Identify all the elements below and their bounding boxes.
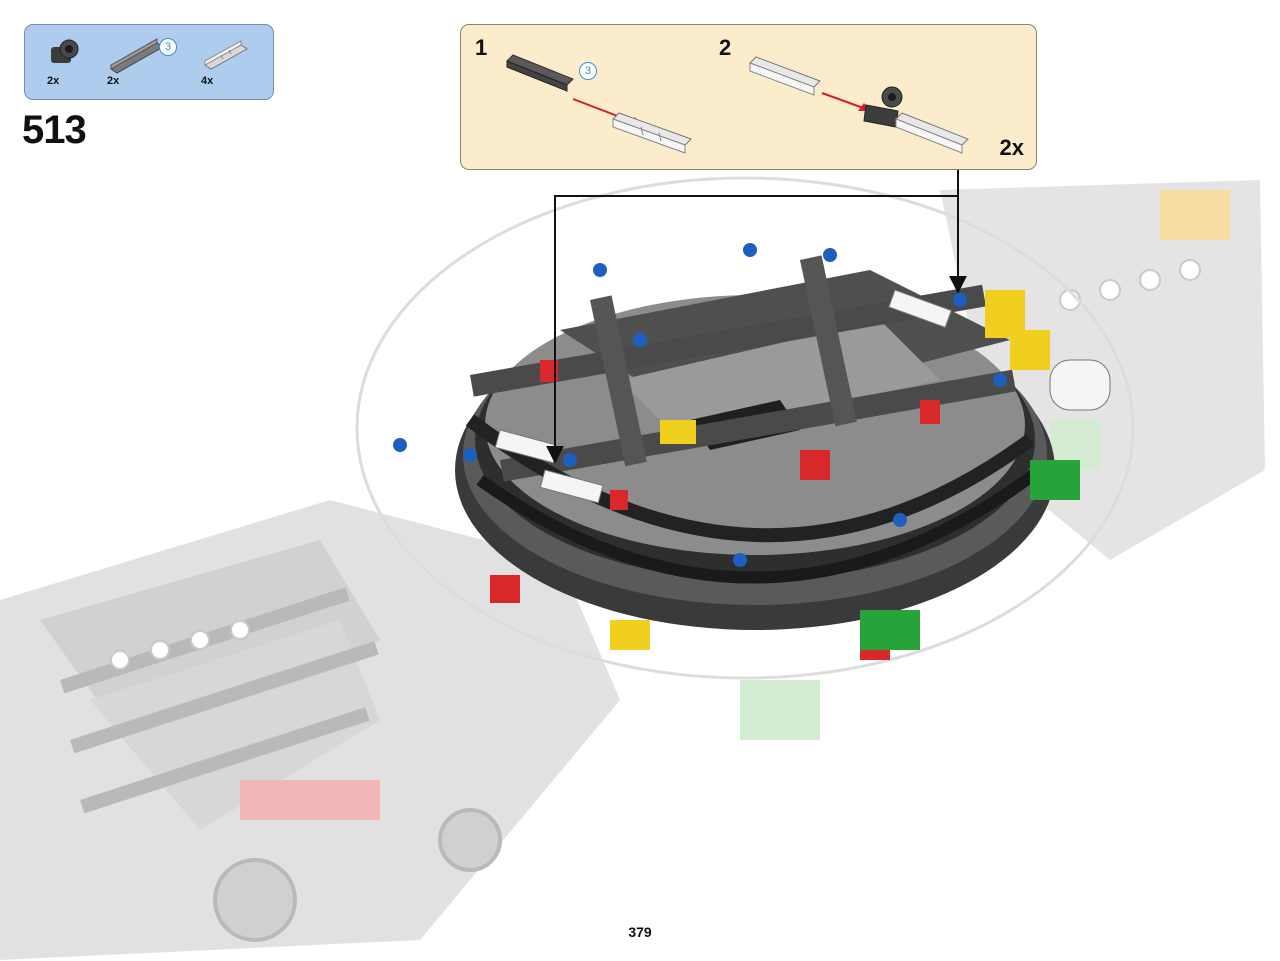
part-count: 2x: [107, 75, 120, 87]
axle-pin-connector-icon: [204, 40, 248, 70]
sub-step-2-illustration: [749, 56, 969, 154]
sub-step-number: 2: [719, 35, 732, 60]
axle-length-badge: 3: [159, 38, 177, 56]
callout-pointer-line: [546, 170, 959, 464]
part-count: 4x: [201, 75, 214, 87]
page-number: 379: [628, 924, 652, 940]
axle-length-badge: 3: [579, 62, 597, 80]
callout-multiplier: 2x: [999, 135, 1024, 160]
model-illustration: [0, 170, 1265, 960]
focus-ellipse: [355, 176, 1135, 680]
step-number: 513: [22, 108, 87, 152]
sub-assembly-callout: 1 3 2 2x: [460, 24, 1037, 170]
parts-list: 2x 3 2x 4x: [24, 24, 274, 100]
part-count: 2x: [47, 75, 60, 87]
axle-icon: [110, 38, 164, 74]
pin-connector-icon: [51, 39, 79, 63]
sub-step-number: 1: [475, 35, 488, 60]
part-pin-connector: [43, 31, 83, 71]
turntable-assembly: [393, 243, 1111, 660]
sub-step-1-illustration: [506, 54, 692, 154]
part-axle-pin-connector: [201, 37, 253, 73]
faded-chassis: [0, 180, 1265, 960]
part-axle: [107, 31, 167, 75]
